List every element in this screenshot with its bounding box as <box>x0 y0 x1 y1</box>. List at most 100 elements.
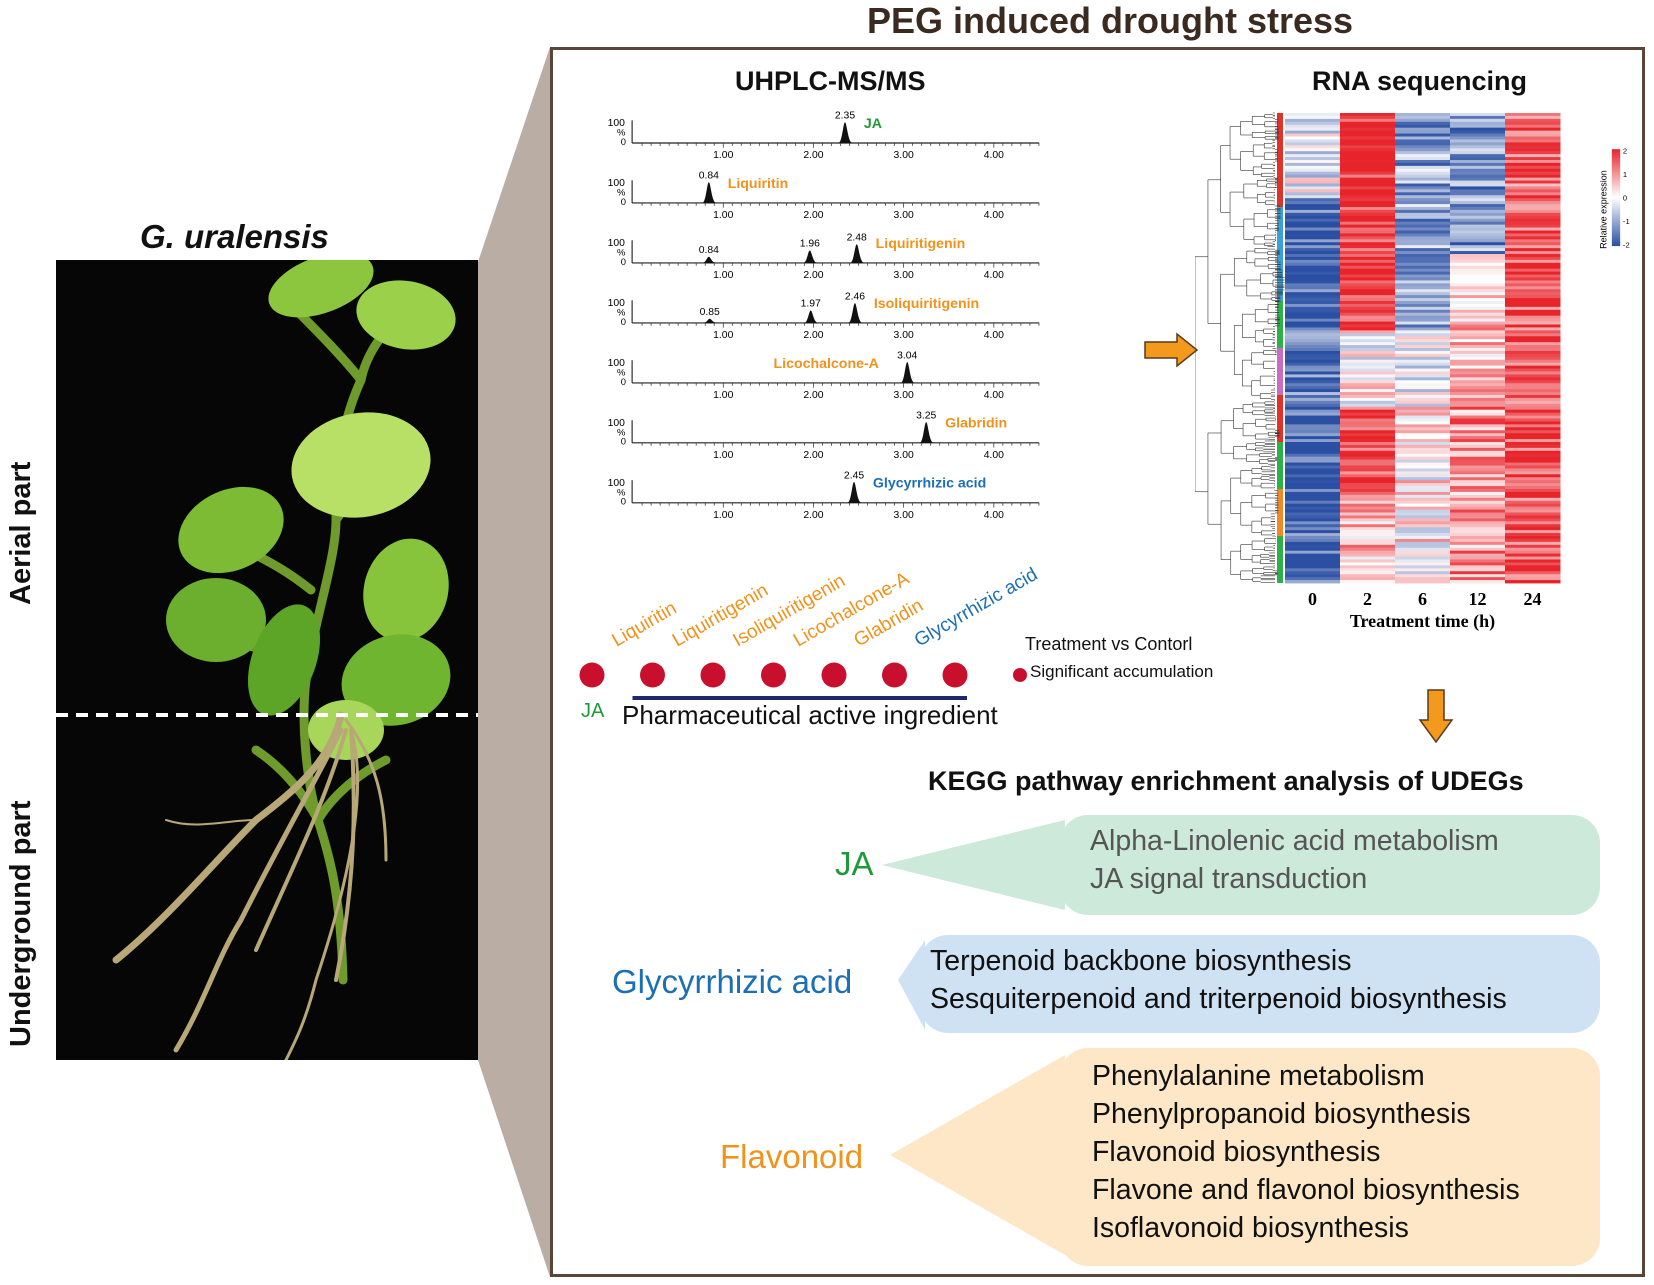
peak <box>919 422 934 443</box>
x-tick-label: 1.00 <box>713 390 733 401</box>
plant-illustration <box>56 260 478 1060</box>
kegg-title: KEGG pathway enrichment analysis of UDEG… <box>928 766 1524 796</box>
y-axis-unit-label: % <box>617 127 626 138</box>
pathway-item: Flavonoid biosynthesis <box>1092 1136 1381 1168</box>
colorbar-tick-label: -2 <box>1623 240 1630 249</box>
underground-part-label: Underground part <box>5 800 37 1048</box>
accumulation-panel: LiquiritinLiquiritigeninIsoliquiritigeni… <box>579 564 1041 700</box>
peak-rt-label: 3.25 <box>916 410 936 421</box>
colorbar-label: Relative expression <box>1598 170 1608 249</box>
x-tick-label: 1.00 <box>713 510 733 521</box>
x-tick-label: 2.00 <box>803 210 823 221</box>
pathway-item: Sesquiterpenoid and triterpenoid biosynt… <box>930 983 1507 1015</box>
analysis-frame <box>550 47 1645 1277</box>
peak-rt-label: 3.04 <box>897 350 917 361</box>
peak-rt-label: 2.35 <box>835 110 855 121</box>
compound-label: Licochalcone-A <box>774 356 879 372</box>
compound-label: Liquiritin <box>728 176 789 192</box>
arrow-down-icon <box>1418 689 1454 744</box>
pathway-item: Alpha-Linolenic acid metabolism <box>1090 825 1499 857</box>
time-point-label: 0 <box>1308 589 1317 609</box>
x-tick-label: 4.00 <box>984 510 1004 521</box>
peak-rt-label: 1.97 <box>801 299 821 310</box>
y-axis-unit-label: % <box>617 247 626 258</box>
x-tick-label: 2.00 <box>803 450 823 461</box>
ja-dot-label: JA <box>581 700 605 722</box>
x-tick-label: 2.00 <box>803 390 823 401</box>
y-axis-top-label: 100 <box>608 118 626 129</box>
x-tick-label: 2.00 <box>803 270 823 281</box>
peak <box>804 310 819 323</box>
x-tick-label: 4.00 <box>984 270 1004 281</box>
x-tick-label: 3.00 <box>894 390 914 401</box>
compound-label: Liquiritigenin <box>876 236 966 252</box>
compound-label: Glabridin <box>945 416 1007 432</box>
peak <box>847 482 862 503</box>
colorbar-tick-label: 0 <box>1623 193 1627 202</box>
ja-pathway-list: Alpha-Linolenic acid metabolism JA signa… <box>1090 822 1499 898</box>
colorbar-tick-label: 2 <box>1623 146 1627 155</box>
flavonoid-pathway-list: Phenylalanine metabolism Phenylpropanoid… <box>1092 1057 1520 1247</box>
pathway-pointers <box>882 820 1065 1255</box>
peak <box>703 318 718 323</box>
plant-photo <box>56 260 478 1060</box>
zoom-wedge <box>478 47 550 1277</box>
y-axis-top-label: 100 <box>608 418 626 429</box>
pathway-item: Terpenoid backbone biosynthesis <box>930 945 1352 977</box>
time-point-label: 24 <box>1524 589 1542 609</box>
main-title: PEG induced drought stress <box>866 0 1354 41</box>
pathway-item: Phenylpropanoid biosynthesis <box>1092 1098 1471 1130</box>
accumulation-dot <box>700 662 726 688</box>
heatmap-cells <box>1285 113 1561 584</box>
glycyrrhizic-pathway-list: Terpenoid backbone biosynthesis Sesquite… <box>930 942 1507 1018</box>
peak-rt-label: 2.46 <box>845 291 865 302</box>
x-tick-label: 1.00 <box>713 210 733 221</box>
accumulation-dot <box>882 662 907 688</box>
colorbar-gradient <box>1611 149 1621 247</box>
y-axis-bottom-label: 0 <box>621 377 626 388</box>
peak-rt-label: 0.85 <box>700 307 720 318</box>
time-point-label: 6 <box>1418 589 1427 609</box>
colorbar-tick-label: 1 <box>1623 170 1627 179</box>
peak <box>702 256 717 263</box>
compound-label: Isoliquiritigenin <box>874 296 979 312</box>
flavonoid-pathway-box <box>1060 1048 1600 1266</box>
dendrogram <box>1195 112 1285 583</box>
x-tick-label: 3.00 <box>894 270 914 281</box>
y-axis-bottom-label: 0 <box>621 197 626 208</box>
accumulation-dot <box>640 662 665 688</box>
x-tick-label: 3.00 <box>894 210 914 221</box>
compound-dot-label: Liquiritin <box>609 598 681 652</box>
y-axis-unit-label: % <box>617 427 626 438</box>
y-axis-unit-label: % <box>617 187 626 198</box>
time-point-label: 2 <box>1363 589 1372 609</box>
x-tick-label: 3.00 <box>894 150 914 161</box>
x-tick-label: 4.00 <box>984 390 1004 401</box>
legend-dot-icon <box>1013 668 1027 682</box>
y-axis-top-label: 100 <box>608 478 626 489</box>
time-point-label: 12 <box>1469 589 1487 609</box>
peak-rt-label: 0.84 <box>699 170 719 181</box>
pathway-item: Phenylalanine metabolism <box>1092 1060 1425 1092</box>
peak <box>900 362 915 383</box>
x-tick-label: 2.00 <box>803 330 823 341</box>
compound-label: JA <box>864 116 882 132</box>
legend-title: Treatment vs Contorl <box>1025 634 1193 654</box>
glycyrrhizic-pathway-box <box>920 935 1600 1033</box>
peak <box>848 303 863 323</box>
x-tick-label: 4.00 <box>984 450 1004 461</box>
rnaseq-title: RNA sequencing <box>1312 66 1528 96</box>
peak-rt-label: 2.45 <box>844 470 864 481</box>
x-tick-label: 1.00 <box>713 270 733 281</box>
pathway-item: Isoflavonoid biosynthesis <box>1092 1212 1409 1244</box>
cluster-bar <box>1277 113 1283 583</box>
peak <box>850 244 865 263</box>
accumulation-dot <box>579 662 605 688</box>
accumulation-dot <box>821 662 847 688</box>
y-axis-unit-label: % <box>617 307 626 318</box>
